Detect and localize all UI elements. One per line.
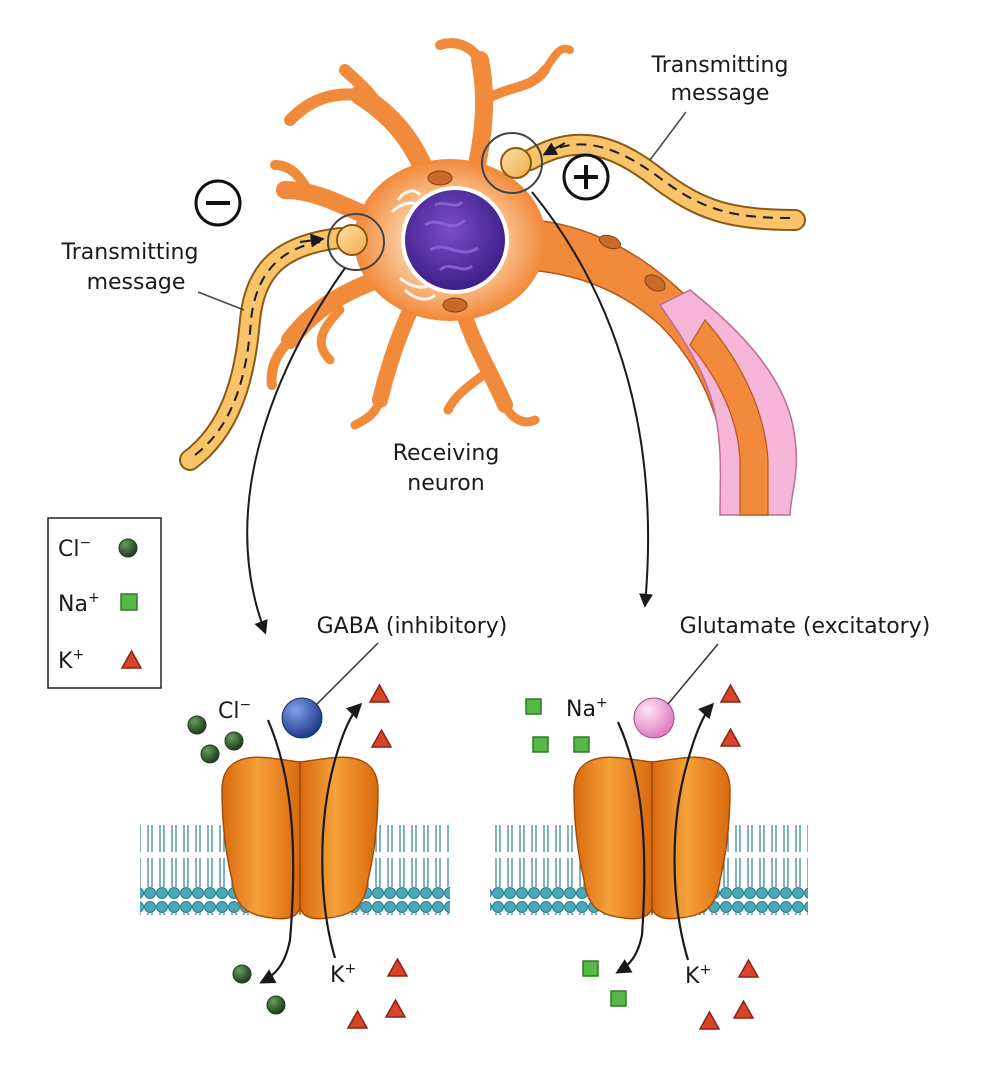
glutamate-na-influx-arrow (615, 721, 646, 974)
receiving-neuron (266, 38, 798, 516)
k-ion (370, 728, 393, 748)
k-ion (719, 683, 742, 703)
gaba-k-efflux-arrow (321, 702, 363, 959)
glutamate-channel-right-lobe (651, 756, 731, 920)
cl-ion (232, 964, 252, 984)
left-presynaptic-axon (179, 213, 385, 471)
gaba-channel-left-lobe (221, 756, 301, 920)
cl-ion (187, 715, 207, 735)
cl-ion (224, 731, 244, 751)
right-axon-terminal (500, 147, 532, 179)
gaba-receptor-panel: GABA (inhibitory) Cl− K+ (140, 614, 508, 1029)
glutamate-bottom-ion-label: K+ (685, 962, 711, 989)
legend-cl-label: Cl− (58, 535, 91, 562)
gaba-label-leader (315, 642, 379, 706)
legend-na-square (120, 593, 138, 611)
glutamate-channel-left-lobe (573, 756, 653, 920)
gaba-channel-right-lobe (299, 756, 379, 920)
glutamate-receptor-panel: Glutamate (excitatory) Na+ K+ (490, 614, 931, 1030)
k-ion (719, 727, 742, 747)
right-presynaptic-axon (481, 132, 806, 231)
gaba-bottom-ion-label: K+ (330, 961, 356, 988)
gaba-top-ion-label: Cl− (218, 697, 251, 724)
cl-ion (200, 744, 220, 764)
glutamate-label: Glutamate (excitatory) (680, 614, 931, 639)
inhibitory-sign (194, 179, 242, 227)
glutamate-label-leader (667, 643, 719, 705)
receiving-neuron-line2: neuron (407, 471, 484, 496)
ion-legend: Cl− Na+ K+ (47, 517, 162, 689)
arrow-to-gaba-channel (246, 267, 346, 635)
nucleus (401, 186, 509, 294)
na-ion (525, 698, 542, 715)
na-ion (532, 736, 549, 753)
glutamate-top-ion-label: Na+ (566, 695, 608, 722)
arrow-to-glutamate-channel (531, 191, 653, 608)
glutamate-k-efflux-arrow (673, 702, 715, 961)
k-ion (384, 998, 407, 1018)
receiving-neuron-line1: Receiving (393, 441, 500, 466)
k-ion (346, 1009, 369, 1029)
left-axon-terminal (336, 224, 368, 256)
left-label-leader (197, 291, 245, 311)
gaba-cl-influx-arrow (259, 719, 295, 984)
mitochondria (427, 170, 666, 313)
k-ion (386, 957, 409, 977)
na-ion (573, 736, 590, 753)
excitatory-sign (562, 153, 610, 201)
legend-k-label: K+ (58, 647, 84, 674)
na-ion (582, 960, 599, 977)
transmitting-message-left-line2: message (87, 270, 186, 295)
left-synapse-highlight (327, 213, 385, 271)
gaba-molecule (281, 697, 323, 739)
cl-ion (266, 995, 286, 1015)
k-ion (368, 683, 391, 703)
gaba-label: GABA (inhibitory) (317, 614, 508, 639)
glutamate-molecule (633, 697, 675, 739)
right-synapse-highlight (481, 132, 543, 194)
k-ion (732, 999, 755, 1019)
legend-k-triangle (120, 649, 143, 669)
k-ion (737, 958, 760, 978)
chromatin (424, 200, 479, 272)
legend-na-label: Na+ (58, 590, 100, 617)
na-ion (610, 990, 627, 1007)
transmitting-message-left-line1: Transmitting (61, 240, 199, 265)
transmitting-message-right-line2: message (671, 81, 770, 106)
right-label-leader (649, 111, 687, 161)
transmitting-message-right-line1: Transmitting (651, 53, 789, 78)
k-ion (698, 1010, 721, 1030)
legend-cl-circle (118, 538, 138, 558)
